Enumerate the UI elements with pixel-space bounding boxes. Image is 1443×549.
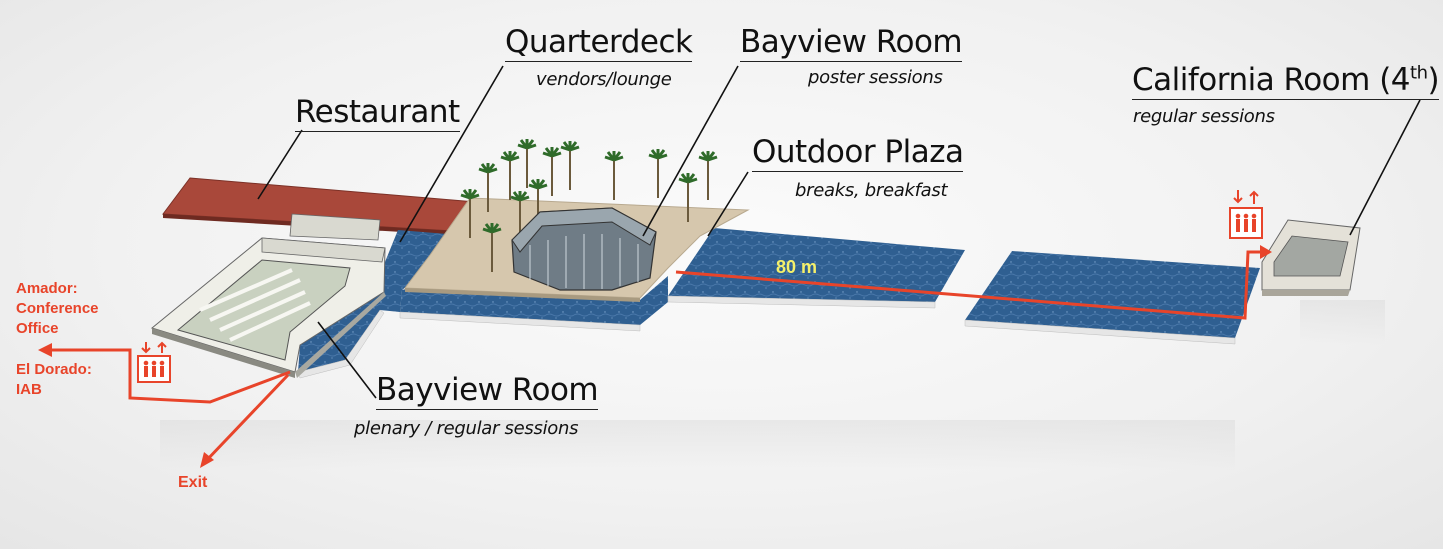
elevator-icon-right <box>1229 190 1263 239</box>
floor-shadows <box>160 300 1385 470</box>
bayview-lower-title: Bayview Room <box>376 372 599 410</box>
quarterdeck-title: Quarterdeck <box>505 24 693 62</box>
water-areas <box>297 228 1260 379</box>
outdoor-plaza-title: Outdoor Plaza <box>752 134 964 172</box>
leader-lines <box>257 65 1421 399</box>
water-center-pool-edge <box>667 295 936 309</box>
california-room-title-end: ) <box>1427 62 1440 98</box>
water-right-pool <box>965 251 1260 338</box>
quarterdeck-subtitle: vendors/lounge <box>536 69 672 90</box>
bayview-lower-subtitle: plenary / regular sessions <box>354 418 579 439</box>
amador-line-2: Conference <box>16 300 99 317</box>
bayview-pavilion <box>511 207 657 291</box>
water-left-edge <box>297 309 385 379</box>
restaurant-title: Restaurant <box>295 94 460 132</box>
plaza-deck-edge <box>405 288 640 302</box>
exit-label: Exit <box>178 474 208 491</box>
water-right-pool-edge <box>964 319 1236 345</box>
water-center-pool <box>668 228 965 302</box>
el-dorado-line-1: El Dorado: <box>16 361 92 378</box>
amador-label: Amador: Conference Office <box>16 279 99 339</box>
elevator-icon-left <box>137 341 171 383</box>
bayview-upper-title: Bayview Room <box>740 24 963 62</box>
bayview-upper-subtitle: poster sessions <box>808 67 943 88</box>
california-room-title-text: California Room (4 <box>1132 62 1411 98</box>
outdoor-plaza-subtitle: breaks, breakfast <box>795 180 948 201</box>
amador-line-1: Amador: <box>16 280 78 297</box>
california-room-subtitle: regular sessions <box>1133 106 1275 127</box>
walking-route <box>45 250 1262 464</box>
california-room-building <box>1261 219 1361 296</box>
route-arrowheads <box>38 245 1272 468</box>
california-room-title: California Room (4th) <box>1132 62 1440 100</box>
amador-line-3: Office <box>16 320 59 337</box>
bayview-lower-building <box>150 213 386 378</box>
el-dorado-label: El Dorado: IAB <box>16 360 92 400</box>
el-dorado-line-2: IAB <box>16 381 42 398</box>
water-bottom-strip <box>400 276 668 325</box>
california-room-title-sup: th <box>1410 62 1428 84</box>
distance-label: 80 m <box>776 257 818 277</box>
water-bottom-edge <box>399 311 641 332</box>
